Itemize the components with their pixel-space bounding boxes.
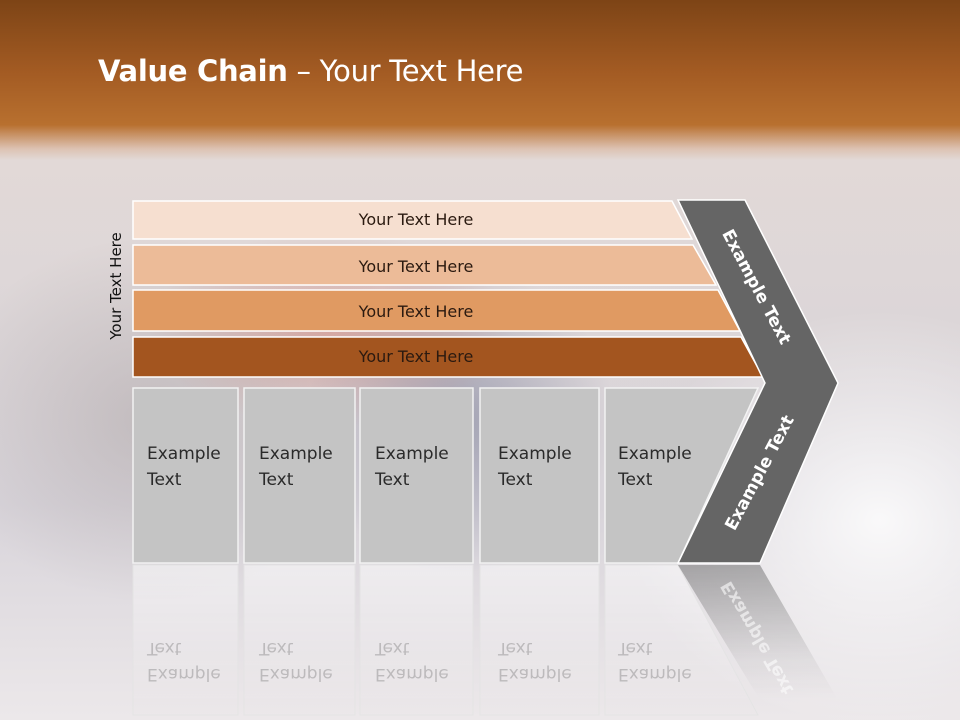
box-reflection bbox=[604, 564, 759, 716]
box-reflection-text: Example bbox=[618, 664, 692, 684]
box-reflection bbox=[132, 564, 239, 716]
box-2[interactable] bbox=[243, 387, 356, 564]
box-reflection-text: Text bbox=[258, 638, 294, 658]
box-5-line2: Text bbox=[617, 470, 653, 490]
box-reflection-text: Example bbox=[498, 664, 572, 684]
title-rest: – Your Text Here bbox=[287, 54, 524, 88]
chevron-arrow[interactable] bbox=[676, 199, 839, 564]
box-reflection-text: Example bbox=[259, 664, 333, 684]
band-4-label: Your Text Here bbox=[358, 347, 474, 366]
header-band bbox=[0, 0, 960, 160]
chevron-reflection bbox=[678, 565, 838, 700]
box-reflection bbox=[243, 564, 356, 716]
box-3-line1: Example bbox=[375, 444, 449, 464]
box-reflection bbox=[479, 564, 600, 716]
box-3-line2: Text bbox=[374, 470, 410, 490]
bands: Your Text Here Your Text Here Your Text … bbox=[132, 200, 765, 378]
band-2-label: Your Text Here bbox=[358, 257, 474, 276]
box-reflection-text: Example bbox=[375, 664, 449, 684]
box-3[interactable] bbox=[359, 387, 474, 564]
box-reflection-text: Example bbox=[147, 664, 221, 684]
box-reflection-text: Text bbox=[617, 638, 653, 658]
box-2-line2: Text bbox=[258, 470, 294, 490]
box-reflection-text: Text bbox=[497, 638, 533, 658]
box-4-line1: Example bbox=[498, 444, 572, 464]
band-1[interactable] bbox=[132, 200, 694, 240]
boxes: Example Text Example Text Example Text E… bbox=[132, 387, 760, 564]
box-reflection-text: Text bbox=[146, 638, 182, 658]
box-1-line2: Text bbox=[146, 470, 182, 490]
box-1-line1: Example bbox=[147, 444, 221, 464]
box-reflection bbox=[359, 564, 474, 716]
reflection: Example Text Example Text Example Text E… bbox=[132, 564, 838, 716]
band-3-label: Your Text Here bbox=[358, 302, 474, 321]
box-reflection-text: Text bbox=[374, 638, 410, 658]
band-1-label: Your Text Here bbox=[358, 210, 474, 229]
slide-title[interactable]: Value Chain – Your Text Here bbox=[98, 54, 523, 88]
title-bold: Value Chain bbox=[98, 54, 288, 88]
box-1[interactable] bbox=[132, 387, 239, 564]
box-4[interactable] bbox=[479, 387, 600, 564]
box-5-line1: Example bbox=[618, 444, 692, 464]
box-2-line1: Example bbox=[259, 444, 333, 464]
band-2[interactable] bbox=[132, 244, 718, 286]
box-4-line2: Text bbox=[497, 470, 533, 490]
